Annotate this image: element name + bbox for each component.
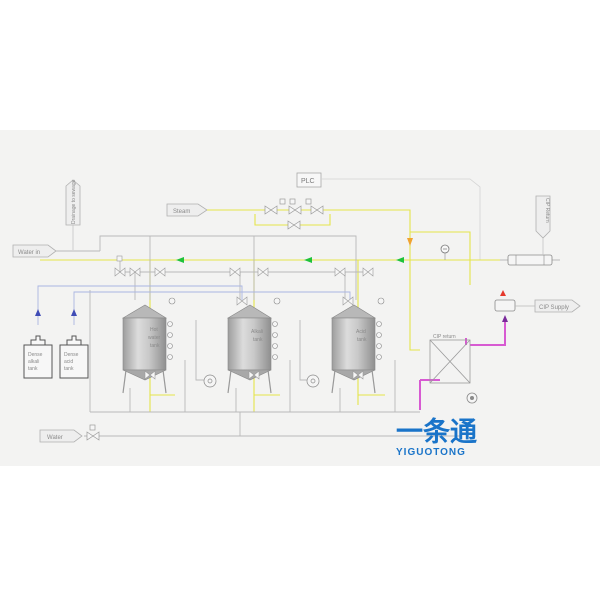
plc-controller: PLC: [296, 172, 322, 188]
tank-label: tank: [253, 337, 263, 343]
steam-valve-group: [264, 198, 324, 230]
cip-return-label: CIP Return: [544, 198, 550, 223]
water-label: Water: [47, 435, 63, 441]
tank-label: Acid: [356, 329, 366, 335]
cip-supply-arrow: CIP Supply: [534, 299, 581, 313]
dosing-tank-label: Dense: [28, 352, 43, 358]
flow-arrows: [176, 257, 404, 263]
brand-name-en: YIGUOTONG: [396, 447, 466, 458]
cip-return-arrow: CIP Return: [535, 195, 551, 239]
water-in-label: Water in: [18, 250, 40, 256]
brand-name-cn: 一条通: [396, 417, 477, 448]
tank-label: water: [148, 335, 161, 341]
plc-label: PLC: [301, 178, 315, 185]
alkali-tank: Alkali tank: [226, 297, 281, 394]
tank-label: tank: [357, 337, 367, 343]
dosing-lines: [37, 285, 351, 325]
water-in-arrow: Water in: [12, 244, 57, 258]
process-pipes: [56, 235, 560, 437]
dosing-tank-label: acid: [64, 359, 73, 365]
tank-label: Hot: [150, 327, 158, 333]
pressure-gauge-icon: [440, 244, 450, 260]
heat-exchanger: [507, 254, 553, 266]
supply-filter: [494, 290, 535, 312]
cip-module-label: CIP return: [433, 334, 456, 340]
steam-flow-arrow: [407, 238, 413, 246]
dosing-tank-label: Dense: [64, 352, 79, 358]
dosing-tank-label: tank: [28, 366, 38, 372]
water-inlet-valve: [86, 424, 100, 441]
pump-icon: [203, 374, 320, 388]
dense-acid-tank: Dense acid tank: [59, 335, 89, 379]
water-inlet-arrow: Water: [39, 429, 83, 443]
pipe-valves: [114, 255, 374, 380]
tank-label: tank: [150, 343, 160, 349]
brand-logo: 一条通 YIGUOTONG: [396, 417, 477, 458]
cip-return-module: CIP return: [429, 334, 478, 404]
cip-supply-label: CIP Supply: [539, 305, 569, 311]
dense-alkali-tank: Dense alkali tank: [23, 335, 53, 379]
dosing-tank-label: alkali: [28, 359, 39, 365]
supply-direction-arrow: [502, 315, 508, 322]
steam-lines: [40, 209, 505, 412]
drainage-to-sewage-arrow: Drainage to sewage: [65, 179, 81, 226]
dosing-arrows: [35, 309, 77, 316]
dosing-tank-label: tank: [64, 366, 74, 372]
steam-inlet-arrow: Steam: [166, 203, 208, 217]
drainage-label: Drainage to sewage: [71, 179, 77, 224]
steam-label: Steam: [173, 209, 190, 215]
cip-circulation-lines: [419, 318, 506, 410]
tank-label: Alkali: [251, 329, 263, 335]
plc-signal-line: [321, 178, 481, 260]
hot-water-tank: Hot water tank: [121, 297, 176, 394]
